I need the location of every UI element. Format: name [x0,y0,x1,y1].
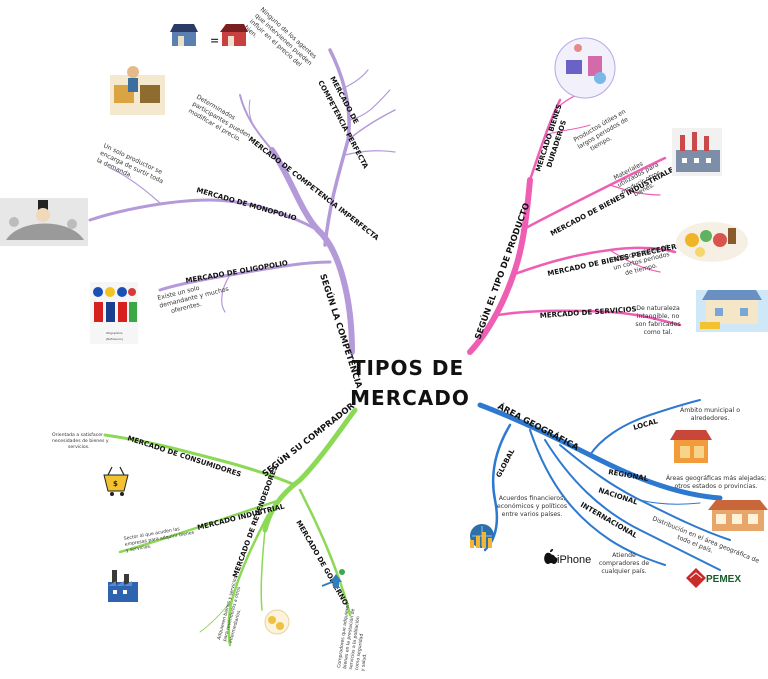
svg-text:y servicios.: y servicios. [125,543,151,553]
svg-text:Atiende: Atiende [612,552,636,559]
perfecta-note: Ninguno de los agentes que intervienen p… [243,6,318,68]
svg-text:como tal.: como tal. [644,329,673,336]
internacional-note: Atiende compradores de cualquier país. [599,552,650,575]
branch-competencia [88,48,396,355]
durable-goods-icon [554,37,616,99]
industriales-note: Materiales utilizados para producir otro… [613,160,662,198]
svg-text:PEMEX: PEMEX [706,574,741,585]
svg-text:Oligopolios: Oligopolios [106,331,123,335]
nacional-label: NACIONAL [597,486,639,506]
imperfecta-note: Determinados participantes pueden modifi… [187,94,252,144]
services-building-icon [696,290,768,332]
revendedores-note: Adquieren bienes y servicios para revend… [216,575,242,644]
title-line1: TIPOS DE [352,356,464,380]
industry-icon [108,570,138,602]
svg-text:otros estados o provincias.: otros estados o provincias. [674,483,757,490]
svg-text:Ámbito municipal o: Ámbito municipal o [680,405,740,414]
monopolio-note: Un solo productor se encarga de surtir t… [95,142,164,185]
svg-text:Áreas geográficas más alejadas: Áreas geográficas más alejadas; [666,473,766,482]
internacional-label: INTERNACIONAL [579,501,639,540]
svg-text:que intervienen pueden: que intervienen pueden [253,12,313,67]
groceries-icon [676,222,748,262]
central-title: TIPOS DE MERCADO [350,356,470,410]
branch-geografica [477,399,731,571]
market-stall-icon [110,66,165,115]
oligopolio-note: Existe un solo demandante y muchos ofere… [157,285,230,315]
svg-text:$: $ [113,480,118,488]
branch-producto [467,91,682,355]
reseller-coins-icon [264,609,290,635]
stores-equal-icon: = [170,24,248,47]
duraderos-note: Productos útiles en largos periodos de t… [572,107,630,152]
local-note: Ámbito municipal o alrededores. [680,405,740,422]
shopping-basket-icon: $ [103,466,129,496]
servicios-note: De naturaleza intangible, no son fabrica… [635,305,680,336]
consumidores-note: Orientada a satisfacer necesidades de bi… [52,432,109,450]
svg-text:alrededores.: alrededores. [691,415,730,422]
svg-text:servicios.: servicios. [68,444,90,450]
svg-text:=: = [210,34,219,47]
svg-text:(Refrescos): (Refrescos) [106,337,123,341]
global-note: Acuerdos financieros, económicos y polít… [497,495,567,518]
industrial-label: MERCADO INDUSTRIAL [197,502,286,532]
gobierno-note: Compradores que adquieren bienes en la p… [336,602,368,672]
oligopolio-label: MERCADO DE OLIGOPOLIO [185,259,289,285]
title-line2: MERCADO [350,386,470,410]
government-icon [321,569,345,588]
industrial-note: Sector al que acuden las empresas para a… [123,526,195,554]
svg-text:son fabricados: son fabricados [635,321,680,328]
soda-cans-icon: Oligopolios (Refrescos) [90,282,138,344]
svg-text:cualquier país.: cualquier país. [601,567,646,575]
regional-note: Áreas geográficas más alejadas; otros es… [666,473,766,490]
svg-text:compradores de: compradores de [599,560,650,567]
competencia-label: SEGÚN LA COMPETENCIA [317,272,365,390]
branch-comprador [103,407,358,647]
svg-text:y salud.: y salud. [360,653,368,672]
iphone-logo: iPhone [544,549,591,566]
svg-text:De naturaleza: De naturaleza [636,305,680,312]
svg-text:intangible, no: intangible, no [637,313,680,320]
monopoly-man-icon [0,198,88,246]
monopolio-label: MERCADO DE MONOPOLIO [195,186,297,222]
pemex-logo: PEMEX [686,568,741,588]
consumidores-label: MERCADO DE CONSUMIDORES [126,434,242,478]
gobierno-label: MERCADO DE GOBIERNO [294,519,349,607]
local-shop-icon [670,430,712,463]
factory-icon [672,128,722,176]
svg-text:Acuerdos financieros,: Acuerdos financieros, [499,495,565,502]
regional-label: REGIONAL [608,468,650,483]
svg-text:como seguridad: como seguridad [354,633,365,670]
global-finance-icon [470,524,494,548]
svg-text:económicos y políticos: económicos y políticos [497,502,567,510]
servicios-label: MERCADO DE SERVICIOS [540,305,637,320]
svg-text:entre varios países.: entre varios países. [502,510,563,518]
regional-market-icon [708,500,768,531]
svg-text:necesidades de bienes y: necesidades de bienes y [52,438,109,444]
svg-text:iPhone: iPhone [557,554,591,566]
svg-text:Orientada a satisfacer: Orientada a satisfacer [52,432,103,438]
